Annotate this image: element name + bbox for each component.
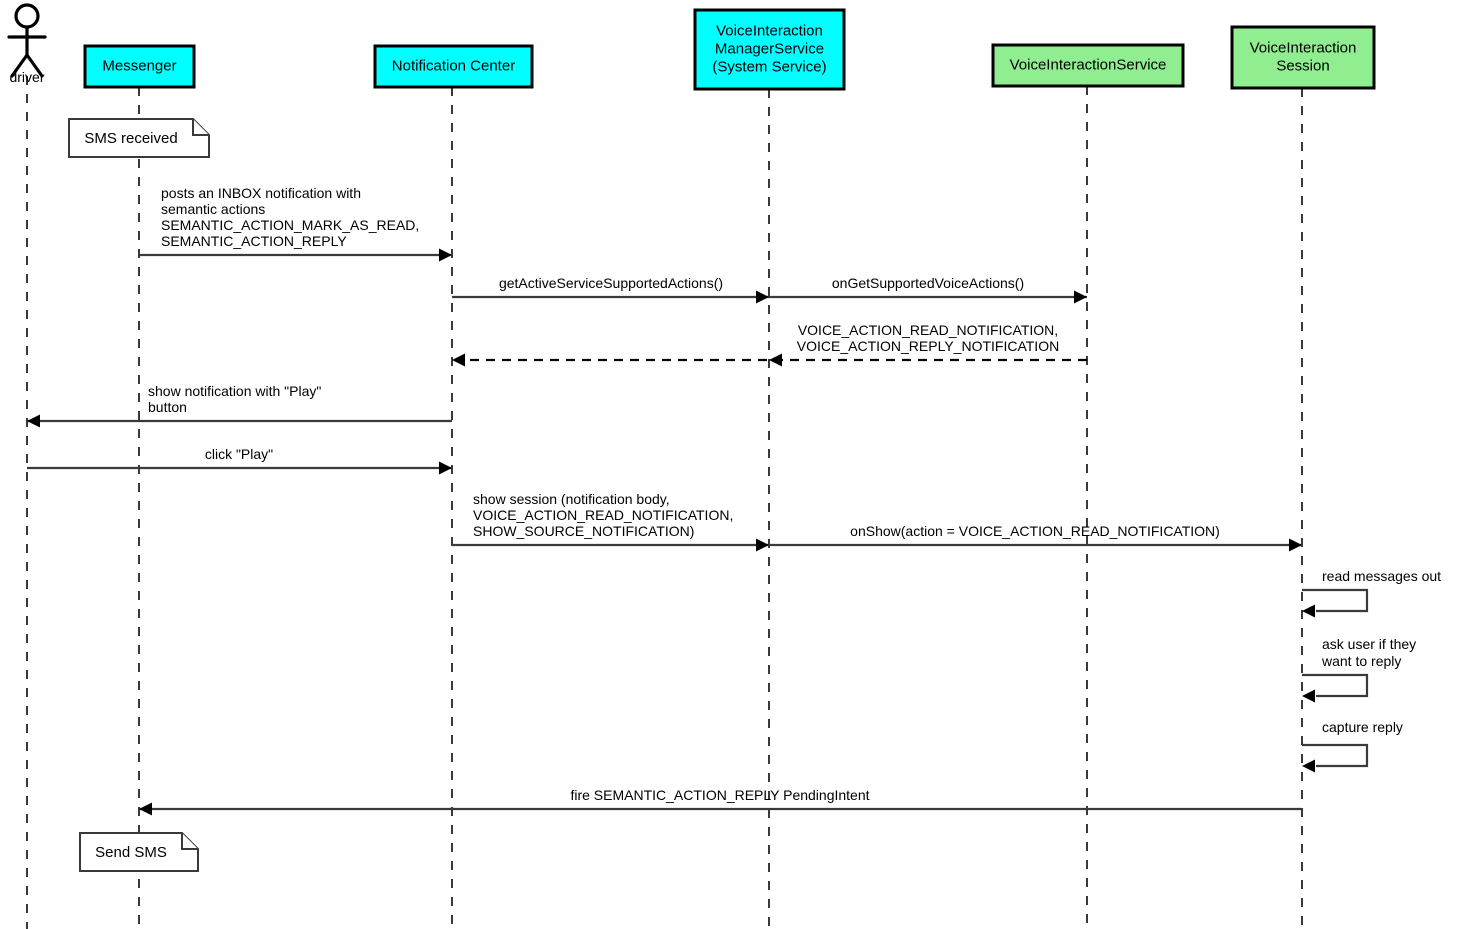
self-capture-reply[interactable]: capture reply [1302, 719, 1403, 773]
msg-click-play[interactable]: click "Play" [27, 446, 452, 475]
msg-fire-semantic-action-reply-arrowhead [139, 802, 152, 816]
participant-box-voice-interaction-manager-service[interactable] [693, 8, 846, 91]
msg-show-session-label: VOICE_ACTION_READ_NOTIFICATION, [473, 507, 733, 523]
msg-fire-semantic-action-reply[interactable]: fire SEMANTIC_ACTION_REPLY PendingIntent [139, 787, 1302, 816]
msg-show-session-label: SHOW_SOURCE_NOTIFICATION) [473, 523, 694, 539]
note-sms-received-shape [68, 118, 210, 158]
self-read-messages-out[interactable]: read messages out [1302, 568, 1441, 618]
participant-label-voice-interaction-manager-service: VoiceInteraction [716, 22, 823, 39]
msg-return-voice-actions-label: VOICE_ACTION_READ_NOTIFICATION, [798, 322, 1058, 338]
participant-box-voice-interaction-service[interactable] [991, 43, 1185, 88]
msg-show-notification-play-arrowhead [27, 414, 40, 428]
actor-leg-left-icon [10, 53, 29, 78]
msg-return-voice-actions-mid-arrowhead [769, 353, 782, 367]
msg-show-session-arrowhead [756, 538, 769, 552]
msg-post-inbox-label: posts an INBOX notification with [161, 185, 361, 201]
actor-driver-label: driver [9, 69, 44, 85]
note-sms-received: SMS received [68, 118, 210, 158]
participant-label-notification-center: Notification Center [392, 57, 515, 74]
msg-get-active-service-supported-actions-label: getActiveServiceSupportedActions() [499, 275, 723, 291]
note-send-sms-fold-icon [181, 833, 198, 850]
participant-label-messenger: Messenger [102, 57, 176, 74]
participant-box-notification-center[interactable] [373, 44, 534, 89]
msg-show-session-label: show session (notification body, [473, 491, 670, 507]
note-sms-received-fold-icon [192, 119, 209, 136]
self-ask-user-reply-label: ask user if they [1322, 636, 1416, 652]
msg-click-play-label: click "Play" [205, 446, 273, 462]
participant-label-voice-interaction-session: Session [1276, 57, 1329, 74]
participant-messenger[interactable]: Messenger [83, 44, 196, 89]
msg-on-get-supported-voice-actions-arrowhead [1074, 290, 1087, 304]
participant-notification-center[interactable]: Notification Center [373, 44, 534, 89]
self-ask-user-reply-arrowhead [1302, 689, 1315, 703]
participant-box-voice-interaction-session[interactable] [1230, 25, 1376, 90]
actor-leg-right-icon [25, 53, 44, 78]
self-ask-user-reply-label: want to reply [1321, 653, 1401, 669]
self-ask-user-reply-loop[interactable] [1302, 673, 1369, 698]
msg-on-get-supported-voice-actions[interactable]: onGetSupportedVoiceActions() [769, 275, 1087, 304]
msg-show-notification-play-label: button [148, 399, 187, 415]
self-capture-reply-arrowhead [1302, 759, 1315, 773]
participant-label-voice-interaction-session: VoiceInteraction [1250, 39, 1357, 56]
msg-fire-semantic-action-reply-label: fire SEMANTIC_ACTION_REPLY PendingIntent [570, 787, 869, 803]
msg-get-active-service-supported-actions-arrowhead [756, 290, 769, 304]
msg-return-voice-actions-label: VOICE_ACTION_REPLY_NOTIFICATION [797, 338, 1059, 354]
msg-post-inbox-label: SEMANTIC_ACTION_MARK_AS_READ, [161, 217, 419, 233]
msg-show-session[interactable]: show session (notification body,VOICE_AC… [452, 491, 769, 552]
msg-on-show[interactable]: onShow(action = VOICE_ACTION_READ_NOTIFI… [769, 523, 1302, 552]
self-read-messages-out-arrowhead [1302, 604, 1315, 618]
self-read-messages-out-label: read messages out [1322, 568, 1441, 584]
msg-show-notification-play[interactable]: show notification with "Play"button [27, 383, 452, 428]
self-capture-reply-label: capture reply [1322, 719, 1403, 735]
participant-box-messenger[interactable] [83, 44, 196, 89]
msg-show-notification-play-label: show notification with "Play" [148, 383, 321, 399]
note-send-sms: Send SMS [79, 832, 199, 872]
msg-return-voice-actions[interactable]: VOICE_ACTION_READ_NOTIFICATION,VOICE_ACT… [452, 322, 1087, 367]
msg-get-active-service-supported-actions[interactable]: getActiveServiceSupportedActions() [452, 275, 769, 304]
participant-voice-interaction-service[interactable]: VoiceInteractionService [991, 43, 1185, 88]
messages-group: posts an INBOX notification withsemantic… [27, 185, 1302, 816]
actor-head-icon [14, 3, 40, 29]
note-send-sms-label: Send SMS [95, 844, 167, 861]
msg-post-inbox[interactable]: posts an INBOX notification withsemantic… [139, 185, 452, 262]
self-capture-reply-loop[interactable] [1302, 743, 1369, 768]
self-read-messages-out-loop[interactable] [1302, 588, 1369, 613]
actor-driver: driver [7, 3, 47, 85]
participant-label-voice-interaction-manager-service: (System Service) [712, 58, 826, 75]
participant-boxes-group: Messenger Notification Center VoiceInterac… [83, 8, 1376, 91]
msg-on-get-supported-voice-actions-label: onGetSupportedVoiceActions() [832, 275, 1024, 291]
note-sms-received-label: SMS received [84, 130, 177, 147]
msg-post-inbox-label: semantic actions [161, 201, 265, 217]
msg-on-show-arrowhead [1289, 538, 1302, 552]
msg-click-play-arrowhead [439, 461, 452, 475]
msg-on-show-label: onShow(action = VOICE_ACTION_READ_NOTIFI… [850, 523, 1220, 539]
msg-post-inbox-label: SEMANTIC_ACTION_REPLY [161, 233, 347, 249]
lifelines-group [26, 76, 1303, 929]
msg-post-inbox-arrowhead [439, 248, 452, 262]
msg-return-voice-actions-arrowhead [452, 353, 465, 367]
participant-label-voice-interaction-manager-service: ManagerService [715, 40, 824, 57]
participant-label-voice-interaction-service: VoiceInteractionService [1010, 56, 1167, 73]
note-send-sms-shape [79, 832, 199, 872]
